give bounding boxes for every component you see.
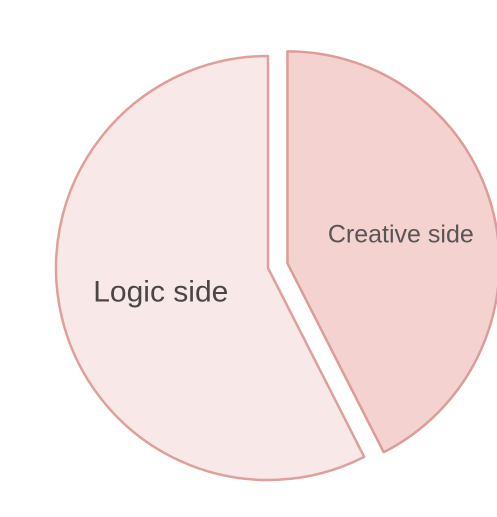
pie-label-logic-side: Logic side: [93, 276, 228, 309]
pie-slices: [54, 50, 497, 482]
pie-slice-logic-side: [54, 54, 366, 482]
pie-slice-creative-side: [286, 50, 497, 454]
pie-label-creative-side: Creative side: [328, 221, 474, 249]
